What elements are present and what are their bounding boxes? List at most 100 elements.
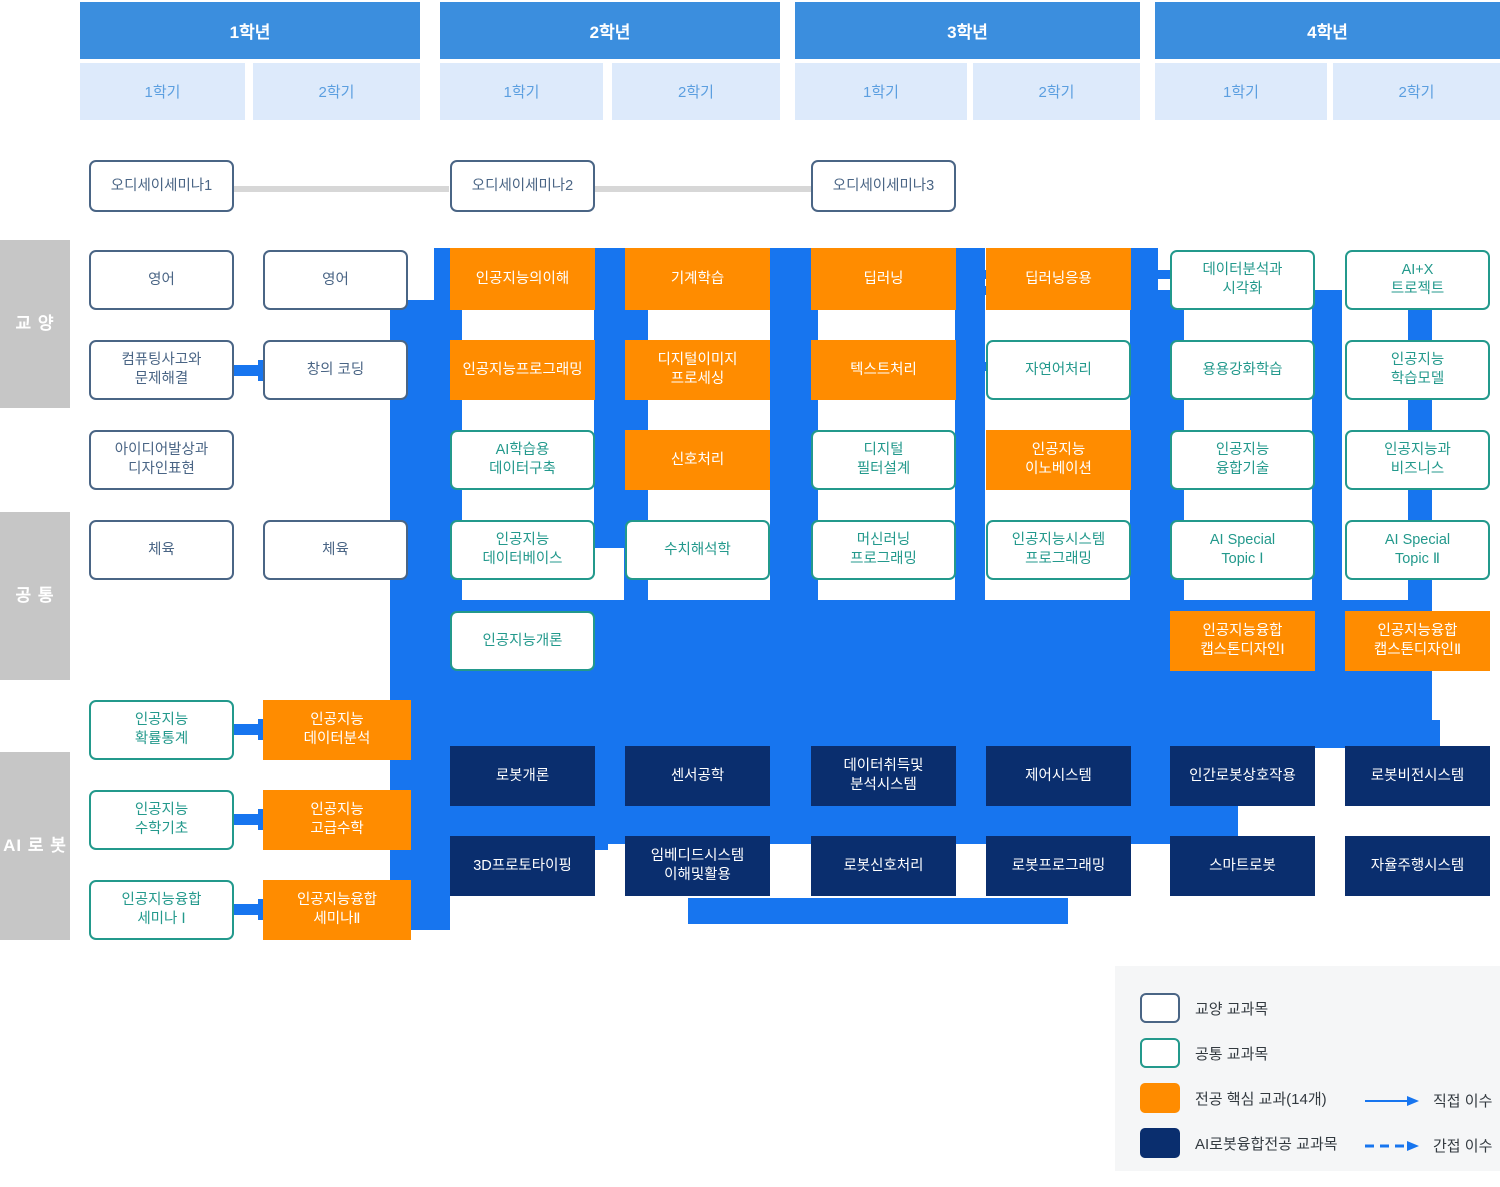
- semester-header-1-1: 1학기: [80, 63, 245, 120]
- course-y2s1-1[interactable]: 인공지능프로그래밍: [450, 340, 595, 400]
- fill-y4-robot-top: [1160, 720, 1440, 748]
- legend-swatch-core: [1140, 1083, 1180, 1113]
- course-y4s2-5[interactable]: 로봇비전시스템: [1345, 746, 1490, 806]
- legend-swatch-gongtong: [1140, 1038, 1180, 1068]
- course-odyssey-seminar-1[interactable]: 오디세이세미나1: [89, 160, 234, 212]
- course-odyssey-seminar-3[interactable]: 오디세이세미나3: [811, 160, 956, 212]
- course-y4s1-6[interactable]: 스마트로봇: [1170, 836, 1315, 896]
- legend-item-direct: 직접 이수: [1365, 1090, 1492, 1111]
- arrow-seminar1-to-seminar2: [233, 904, 269, 915]
- course-y3s1-5[interactable]: 로봇신호처리: [811, 836, 956, 896]
- course-y4s2-6[interactable]: 자율주행시스템: [1345, 836, 1490, 896]
- legend-label-core: 전공 핵심 교과(14개): [1195, 1090, 1327, 1108]
- legend-label-direct: 직접 이수: [1433, 1093, 1493, 1110]
- course-y1s2-0[interactable]: 영어: [263, 250, 408, 310]
- course-y2s2-0[interactable]: 기계학습: [625, 248, 770, 310]
- fill-robot-bottom: [688, 898, 1068, 924]
- arrow-dl-to-dlapp: [955, 270, 993, 279]
- semester-header-1-2: 2학기: [253, 63, 420, 120]
- semester-header-2-1: 1학기: [440, 63, 603, 120]
- arrow-aiprog-to-dip-2: [594, 378, 630, 387]
- seminar-link-2: [595, 186, 820, 192]
- legend-item-gongtong: 공통 교과목: [1140, 1038, 1268, 1068]
- arrow-ml-to-dl-2: [770, 286, 810, 295]
- course-y1s1-3[interactable]: 체육: [89, 520, 234, 580]
- arrow-ml-to-dl: [770, 270, 810, 279]
- course-y3s1-0[interactable]: 딥러닝: [811, 248, 956, 310]
- arrow-math-to-advmath: [233, 814, 269, 825]
- year-header-3: 3학년: [795, 2, 1140, 59]
- solid-arrow-icon: [1365, 1094, 1421, 1108]
- legend-label-gongtong: 공통 교과목: [1195, 1045, 1269, 1063]
- course-y4s1-5[interactable]: 인간로봇상호작용: [1170, 746, 1315, 806]
- semester-header-3-1: 1학기: [795, 63, 967, 120]
- course-y2s1-6[interactable]: 3D프로토타이핑: [450, 836, 595, 896]
- course-y1s2-1[interactable]: 창의 코딩: [263, 340, 408, 400]
- arrow-prob-to-dataanalysis: [233, 724, 269, 735]
- course-y1s2-2[interactable]: 체육: [263, 520, 408, 580]
- course-y3s2-5[interactable]: 로봇프로그래밍: [986, 836, 1131, 896]
- course-y2s1-5[interactable]: 로봇개론: [450, 746, 595, 806]
- course-y1s1-0[interactable]: 영어: [89, 250, 234, 310]
- dashed-arrow-icon: [1365, 1139, 1421, 1153]
- semester-header-4-2: 2학기: [1333, 63, 1500, 120]
- course-y2s1-4[interactable]: 인공지능개론: [450, 611, 595, 671]
- legend-label-indirect: 간접 이수: [1433, 1138, 1493, 1155]
- course-y2s2-2[interactable]: 신호처리: [625, 430, 770, 490]
- course-y2s2-4[interactable]: 센서공학: [625, 746, 770, 806]
- year-header-4: 4학년: [1155, 2, 1500, 59]
- category-label-gyoyang: 교 양: [0, 240, 70, 408]
- course-y3s2-0[interactable]: 딥러닝응용: [986, 248, 1131, 310]
- arrow-aiprog-to-dip: [594, 362, 630, 371]
- course-y2s1-0[interactable]: 인공지능의이해: [450, 248, 595, 310]
- legend-label-gyoyang: 교양 교과목: [1195, 1000, 1269, 1018]
- semester-header-4-1: 1학기: [1155, 63, 1327, 120]
- legend-item-major: AI로봇융합전공 교과목: [1140, 1128, 1338, 1158]
- course-y3s2-1[interactable]: 자연어처리: [986, 340, 1131, 400]
- course-odyssey-seminar-2[interactable]: 오디세이세미나2: [450, 160, 595, 212]
- arrow-ai-to-ml-2: [594, 286, 630, 295]
- spine-left-lower: [410, 714, 450, 930]
- arrow-dlapp-to-y4: [1130, 270, 1176, 279]
- course-y2s2-3[interactable]: 수치해석학: [625, 520, 770, 580]
- course-y3s1-1[interactable]: 텍스트처리: [811, 340, 956, 400]
- category-label-airobot: AI 로 봇: [0, 752, 70, 940]
- year-header-2: 2학년: [440, 2, 780, 59]
- course-y4s1-1[interactable]: 용용강화학습: [1170, 340, 1315, 400]
- legend-panel: 교양 교과목 공통 교과목 전공 핵심 교과(14개) AI로봇융합전공 교과목…: [1115, 966, 1500, 1171]
- year-header-1: 1학년: [80, 2, 420, 59]
- legend-item-gyoyang: 교양 교과목: [1140, 993, 1268, 1023]
- legend-item-core: 전공 핵심 교과(14개): [1140, 1083, 1327, 1113]
- course-y3s2-4[interactable]: 제어시스템: [986, 746, 1131, 806]
- seminar-link-1: [234, 186, 449, 192]
- semester-header-2-2: 2학기: [612, 63, 780, 120]
- arrow-dl-to-dlapp-2: [955, 286, 993, 295]
- legend-item-indirect: 간접 이수: [1365, 1135, 1492, 1156]
